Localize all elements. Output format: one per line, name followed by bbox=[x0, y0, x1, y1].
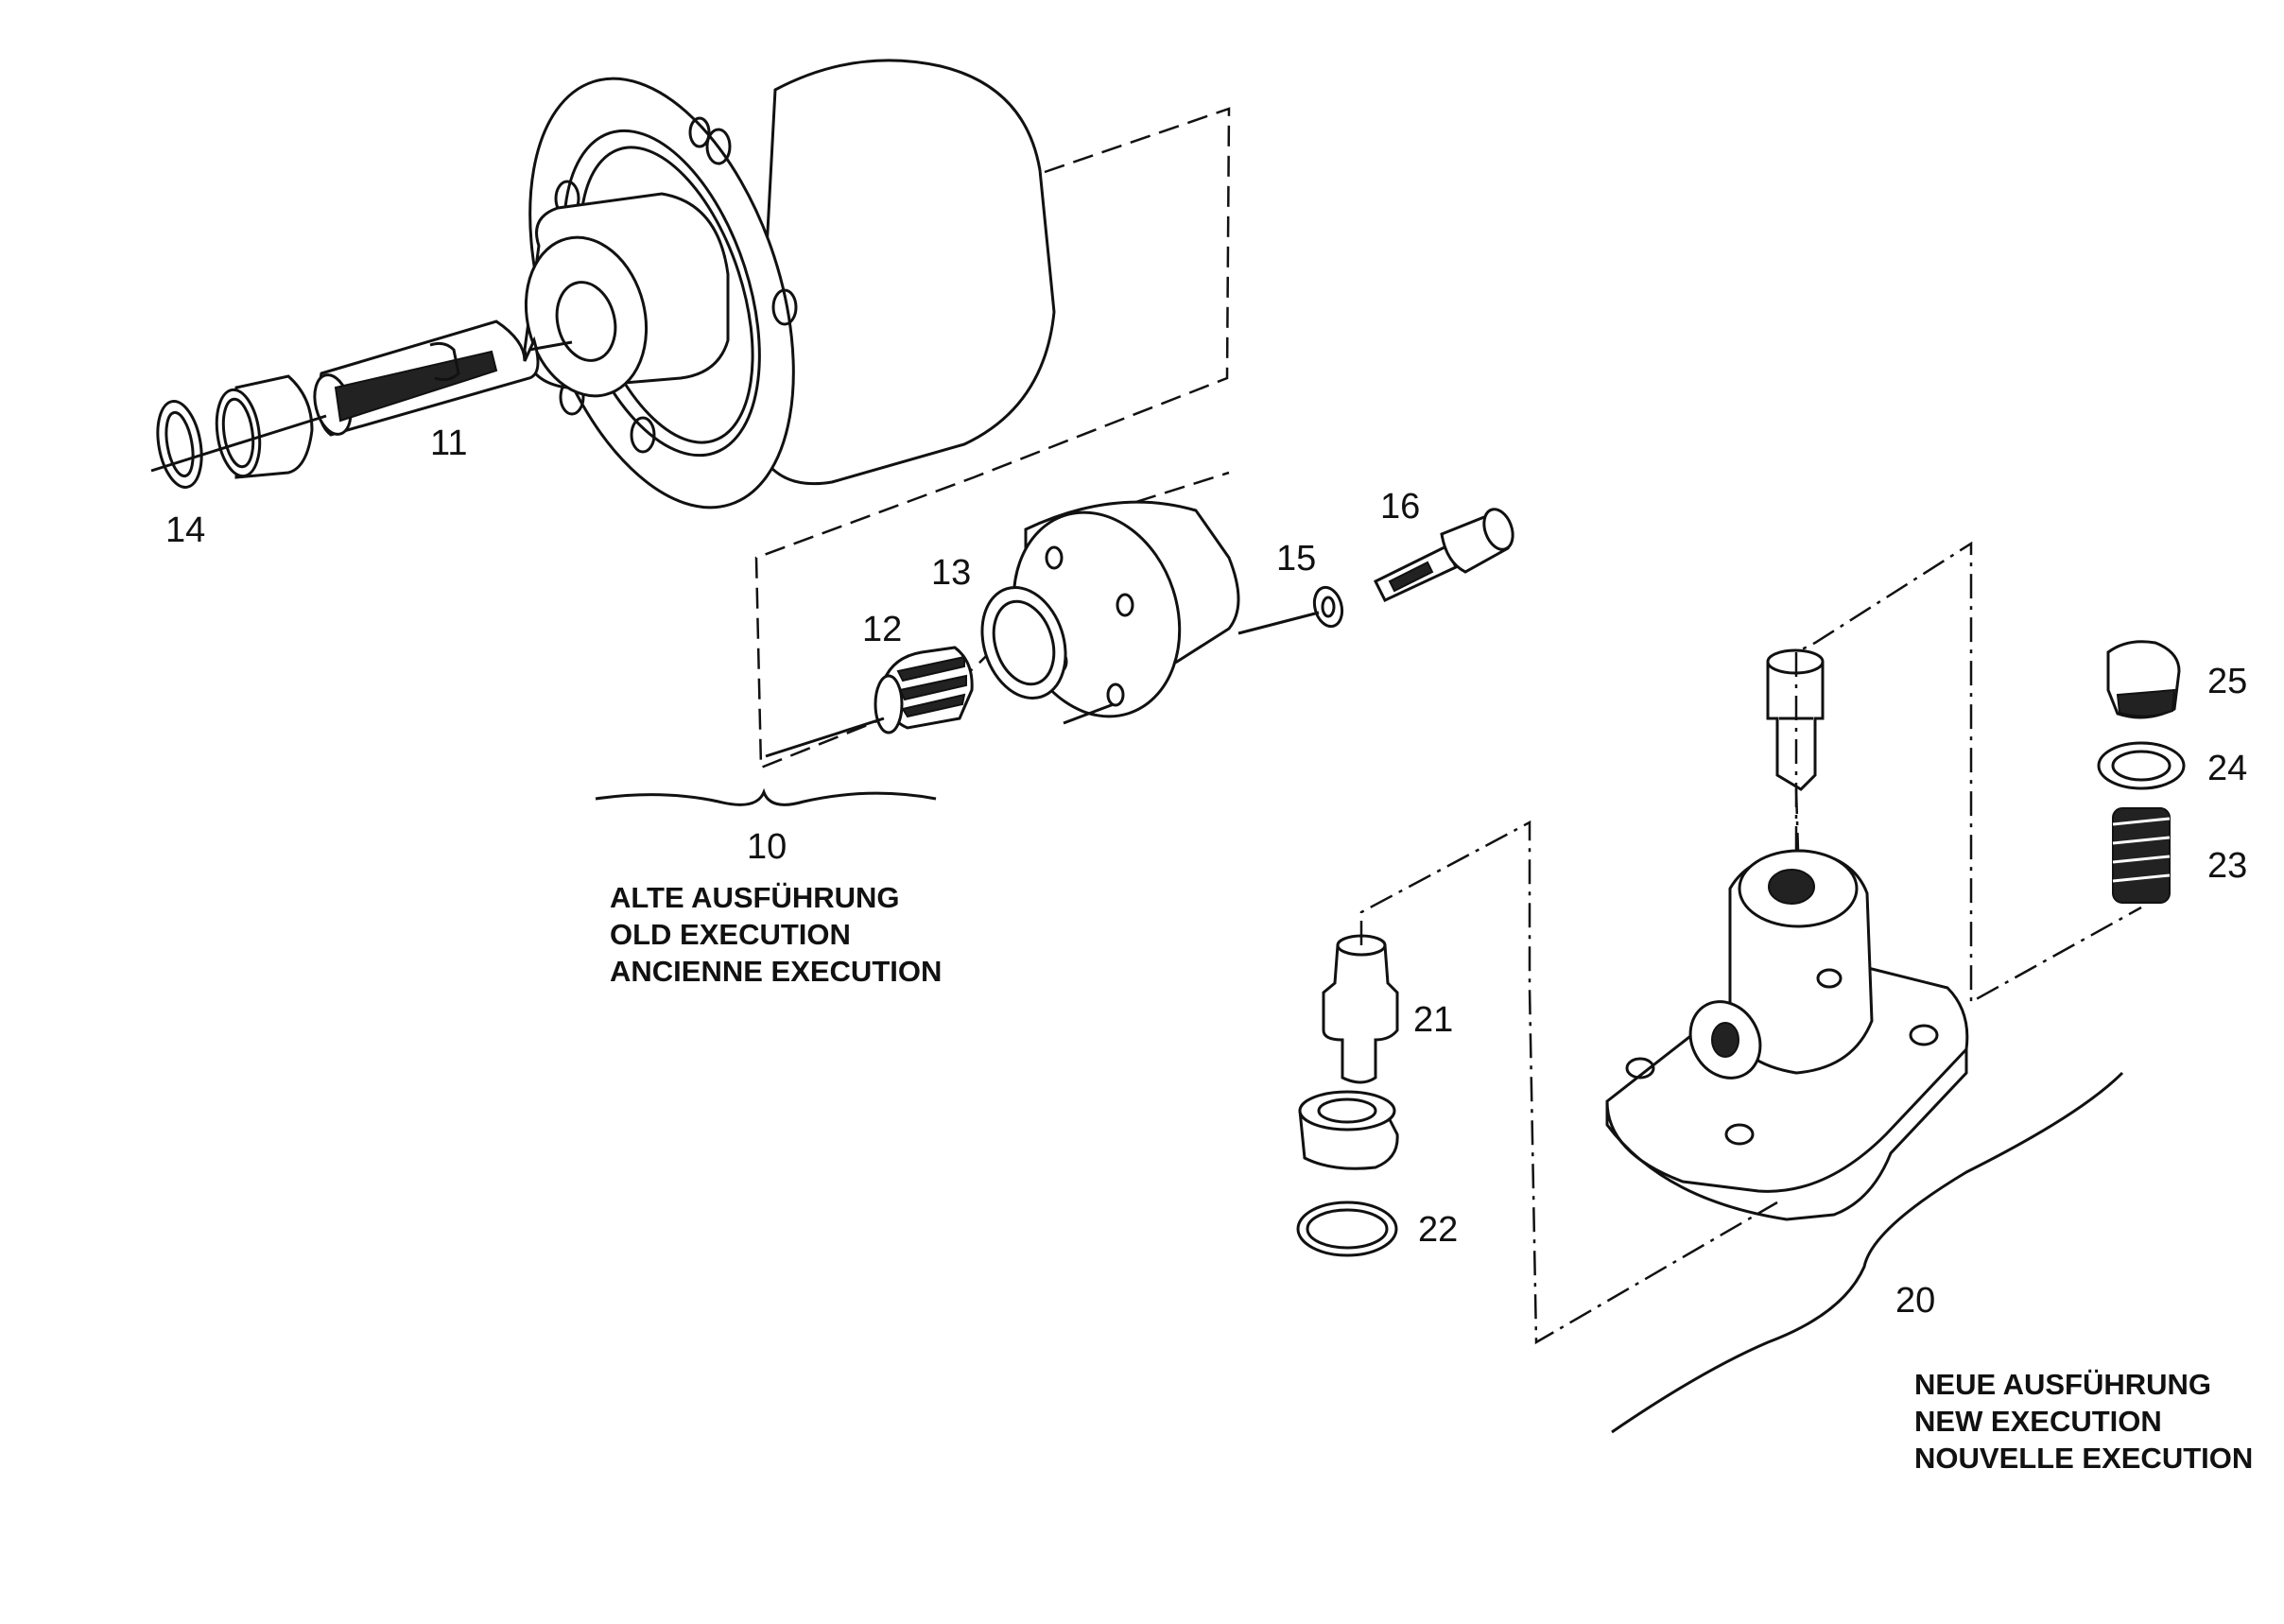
callout-15: 15 bbox=[1276, 539, 1317, 579]
main-housing bbox=[523, 59, 1056, 510]
old-version-line-1: ALTE AUSFÜHRUNG bbox=[610, 881, 900, 914]
piston-new bbox=[1766, 648, 1825, 852]
callout-20: 20 bbox=[1895, 1281, 1936, 1321]
callout-12: 12 bbox=[862, 610, 903, 649]
spring-part-23 bbox=[2112, 807, 2171, 904]
callout-21: 21 bbox=[1413, 1000, 1454, 1040]
new-version-line-1: NEUE AUSFÜHRUNG bbox=[1914, 1368, 2212, 1401]
callout-11: 11 bbox=[430, 423, 468, 463]
seal-ring-part-13 bbox=[980, 585, 1067, 700]
new-version-line-3: NOUVELLE EXECUTION bbox=[1914, 1442, 2254, 1475]
callout-10: 10 bbox=[747, 827, 787, 867]
callout-16: 16 bbox=[1380, 487, 1421, 527]
pin-part-21 bbox=[1322, 934, 1399, 1084]
washer-part-24 bbox=[2097, 741, 2186, 790]
sleeve-part-11 bbox=[313, 320, 573, 437]
valve-housing-new bbox=[1605, 849, 1969, 1221]
old-version-line-3: ANCIENNE EXECUTION bbox=[610, 955, 943, 988]
brace-old bbox=[595, 787, 937, 806]
bolt-part-16 bbox=[1373, 508, 1514, 602]
ring-part-14 bbox=[150, 400, 327, 489]
new-version-note: NEUE AUSFÜHRUNG NEW EXECUTION NOUVELLE E… bbox=[1914, 1366, 2253, 1477]
brace-new bbox=[1611, 1071, 2124, 1434]
callout-13: 13 bbox=[931, 553, 972, 593]
old-version-line-2: OLD EXECUTION bbox=[610, 918, 851, 951]
bushing bbox=[215, 374, 314, 479]
old-version-note: ALTE AUSFÜHRUNG OLD EXECUTION ANCIENNE E… bbox=[610, 879, 942, 990]
callout-25: 25 bbox=[2207, 662, 2248, 701]
circlip-part-22 bbox=[1296, 1201, 1398, 1257]
washer-part-15 bbox=[1237, 585, 1344, 635]
new-version-line-2: NEW EXECUTION bbox=[1914, 1405, 2162, 1438]
spring-part-12 bbox=[765, 646, 974, 758]
callout-22: 22 bbox=[1418, 1210, 1459, 1250]
nut-part-21 bbox=[1298, 1090, 1399, 1170]
callout-14: 14 bbox=[165, 510, 206, 550]
callout-24: 24 bbox=[2207, 749, 2248, 788]
plug-part-25 bbox=[2106, 640, 2181, 719]
callout-23: 23 bbox=[2207, 846, 2248, 886]
